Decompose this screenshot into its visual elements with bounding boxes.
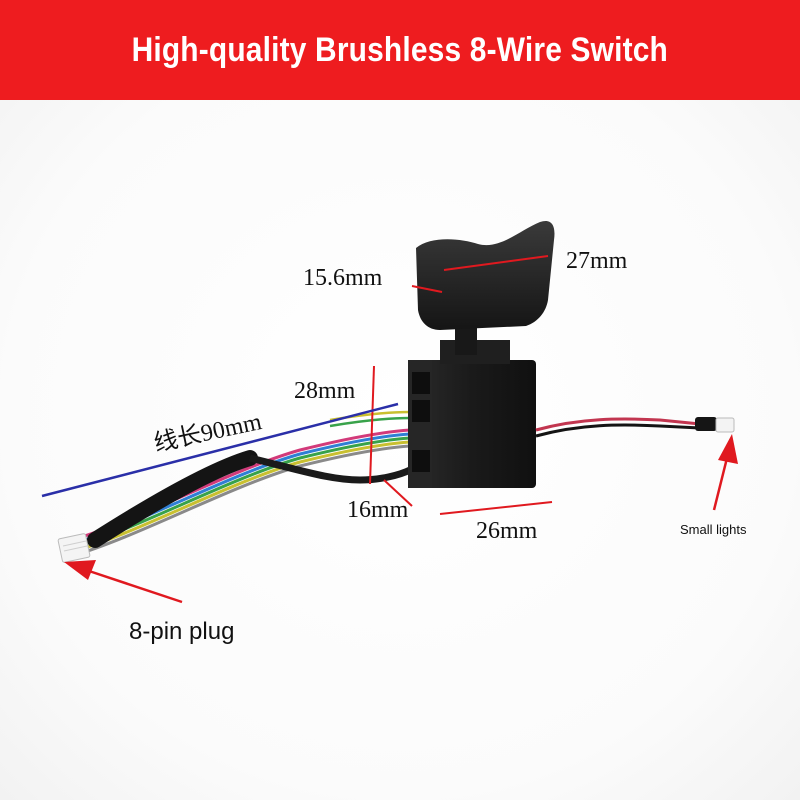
title-banner: High-quality Brushless 8-Wire Switch (0, 0, 800, 100)
lights-callout: Small lights (680, 522, 747, 537)
switch-body (408, 325, 536, 488)
plug-arrow (64, 560, 183, 604)
body-height-label: 28mm (294, 378, 356, 404)
trigger (416, 220, 555, 330)
product-photo (0, 100, 800, 800)
body-width-label: 26mm (476, 518, 538, 544)
lights-wire (535, 417, 735, 438)
trigger-width-label: 27mm (566, 248, 628, 274)
body-depth-label: 16mm (347, 497, 409, 523)
black-wire (249, 454, 412, 484)
dimension-lines (41, 255, 553, 515)
8-pin-plug (57, 533, 91, 563)
plug-callout: 8-pin plug (129, 618, 235, 645)
banner-title: High-quality Brushless 8-Wire Switch (131, 30, 669, 69)
heat-shrink-sleeve (87, 450, 258, 548)
lights-arrow (712, 434, 738, 511)
trigger-depth-label: 15.6mm (303, 265, 383, 291)
wire-length-line (41, 402, 399, 498)
